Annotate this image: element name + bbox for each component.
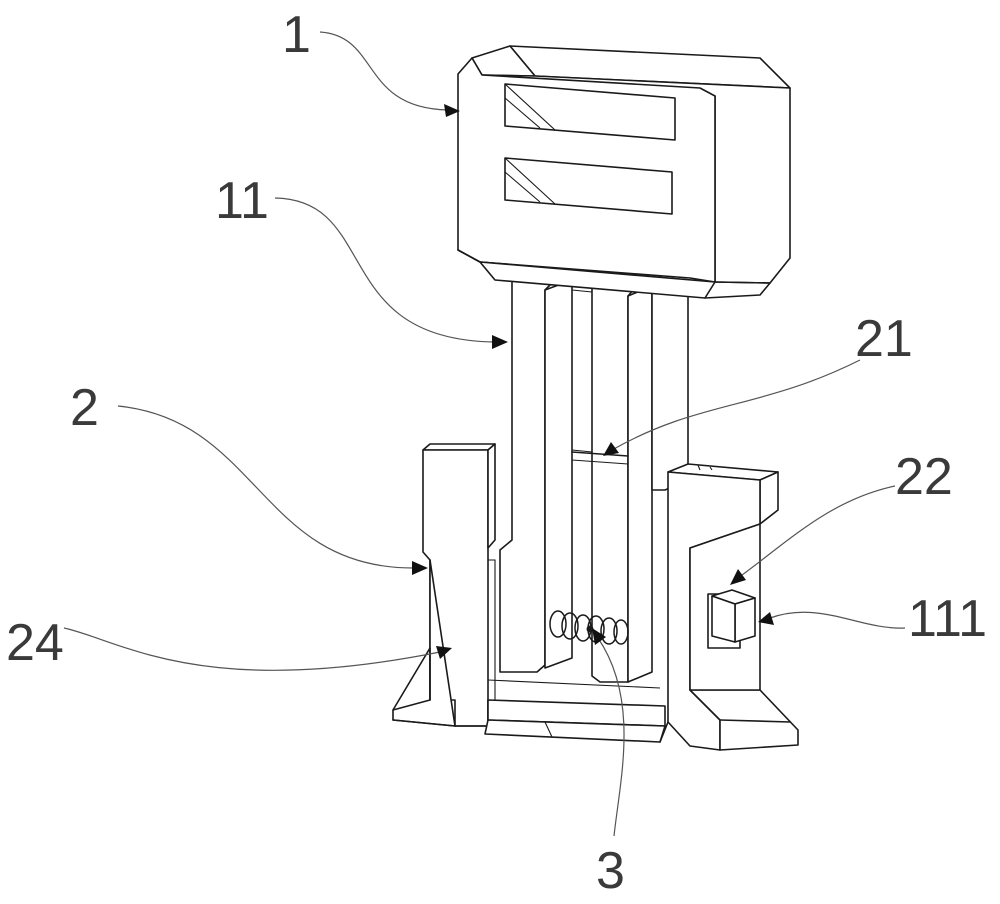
leader-lines — [63, 31, 906, 837]
label-left-leg: 24 — [6, 614, 64, 672]
stem-rails — [499, 274, 689, 683]
reference-numerals: 1 11 21 2 22 24 111 3 — [6, 6, 987, 900]
label-spring: 3 — [596, 842, 625, 900]
label-slot: 22 — [895, 448, 953, 506]
label-stem: 11 — [215, 172, 269, 230]
label-latch: 111 — [908, 590, 987, 648]
base-left-leg — [392, 443, 496, 727]
label-stopper: 21 — [855, 310, 913, 368]
label-handle: 1 — [282, 6, 311, 64]
handle — [457, 45, 791, 299]
base-bottom-bar — [484, 679, 666, 743]
base-right-leg — [659, 463, 799, 751]
label-base: 2 — [70, 379, 99, 437]
